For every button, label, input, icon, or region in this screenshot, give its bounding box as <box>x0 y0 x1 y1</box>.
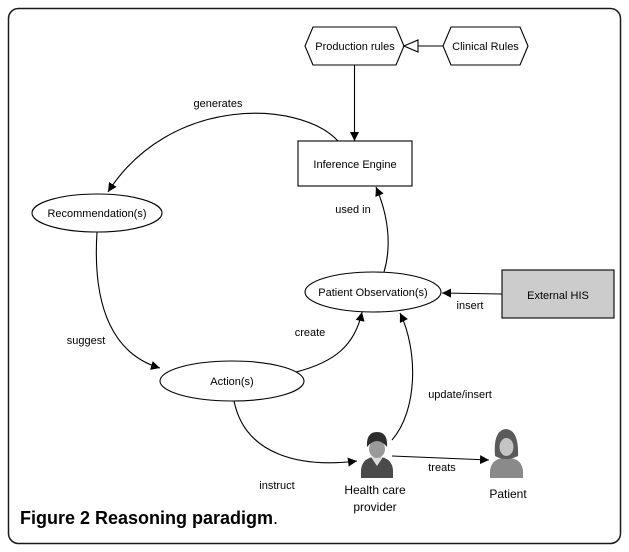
treats-edge: treats <box>391 455 490 474</box>
suggest-edge: suggest <box>67 231 161 370</box>
provider-body <box>361 457 393 478</box>
production-rules-node: Production rules <box>304 26 405 66</box>
patient-body <box>490 458 523 478</box>
generalization-triangle <box>402 39 419 53</box>
actions-node: Action(s) <box>159 360 305 402</box>
provider-cap <box>366 432 388 447</box>
instruct-curve <box>233 400 358 467</box>
clinical-rules-label: Clinical Rules <box>452 41 519 53</box>
health-care-provider-icon <box>361 432 393 478</box>
caption-label: Figure 2 <box>20 508 90 528</box>
create-curve <box>295 311 365 373</box>
used-in-edge: used in <box>335 186 389 273</box>
treats-line <box>391 455 490 465</box>
patient-icon <box>490 429 523 478</box>
inference-engine-label: Inference Engine <box>313 159 396 171</box>
update-insert-edge: update/insert <box>391 312 492 441</box>
update-insert-curve <box>391 312 414 441</box>
external-his-node: External HIS <box>501 269 615 319</box>
external-his-box <box>501 269 615 319</box>
update-insert-label: update/insert <box>428 389 492 401</box>
insert-line <box>441 288 503 298</box>
patient-label: Patient <box>489 487 527 501</box>
create-edge: create <box>295 311 365 373</box>
caption-title: Reasoning paradigm <box>95 508 273 528</box>
production-rules-label: Production rules <box>315 41 395 53</box>
health-care-provider-label-line1: Health care <box>344 483 406 497</box>
patient-actor: Patient <box>489 429 527 501</box>
suggest-curve <box>95 231 161 370</box>
provider-collar <box>371 457 383 466</box>
patient-observations-node: Patient Observation(s) <box>304 271 442 313</box>
generalization-edge <box>402 39 443 53</box>
patient-observations-ellipse <box>304 271 442 313</box>
caption-end: . <box>273 508 278 528</box>
inference-engine-box <box>297 140 413 187</box>
recommendations-label: Recommendation(s) <box>47 208 146 220</box>
health-care-provider-actor: Health care provider <box>344 432 406 514</box>
generates-label: generates <box>194 98 243 110</box>
inference-engine-node: Inference Engine <box>297 140 413 187</box>
suggest-label: suggest <box>67 335 106 347</box>
figure-border <box>7 7 622 545</box>
create-label: create <box>295 327 326 339</box>
treats-label: treats <box>428 462 456 474</box>
health-care-provider-label-line2: provider <box>353 500 396 514</box>
insert-edge: insert <box>441 288 503 312</box>
patient-observations-label: Patient Observation(s) <box>318 287 427 299</box>
provider-face <box>369 440 385 458</box>
generates-edge: generates <box>107 98 339 193</box>
used-in-curve <box>375 186 389 273</box>
instruct-edge: instruct <box>233 400 358 492</box>
actions-label: Action(s) <box>210 376 253 388</box>
clinical-rules-node: Clinical Rules <box>442 26 529 66</box>
patient-face <box>499 438 514 456</box>
used-in-label: used in <box>335 204 370 216</box>
recommendations-node: Recommendation(s) <box>31 193 163 233</box>
insert-label: insert <box>457 300 484 312</box>
generates-curve <box>107 112 339 193</box>
instruct-label: instruct <box>259 480 294 492</box>
actions-ellipse <box>159 360 305 402</box>
production-rules-hexagon <box>304 26 405 66</box>
external-his-label: External HIS <box>527 290 589 302</box>
